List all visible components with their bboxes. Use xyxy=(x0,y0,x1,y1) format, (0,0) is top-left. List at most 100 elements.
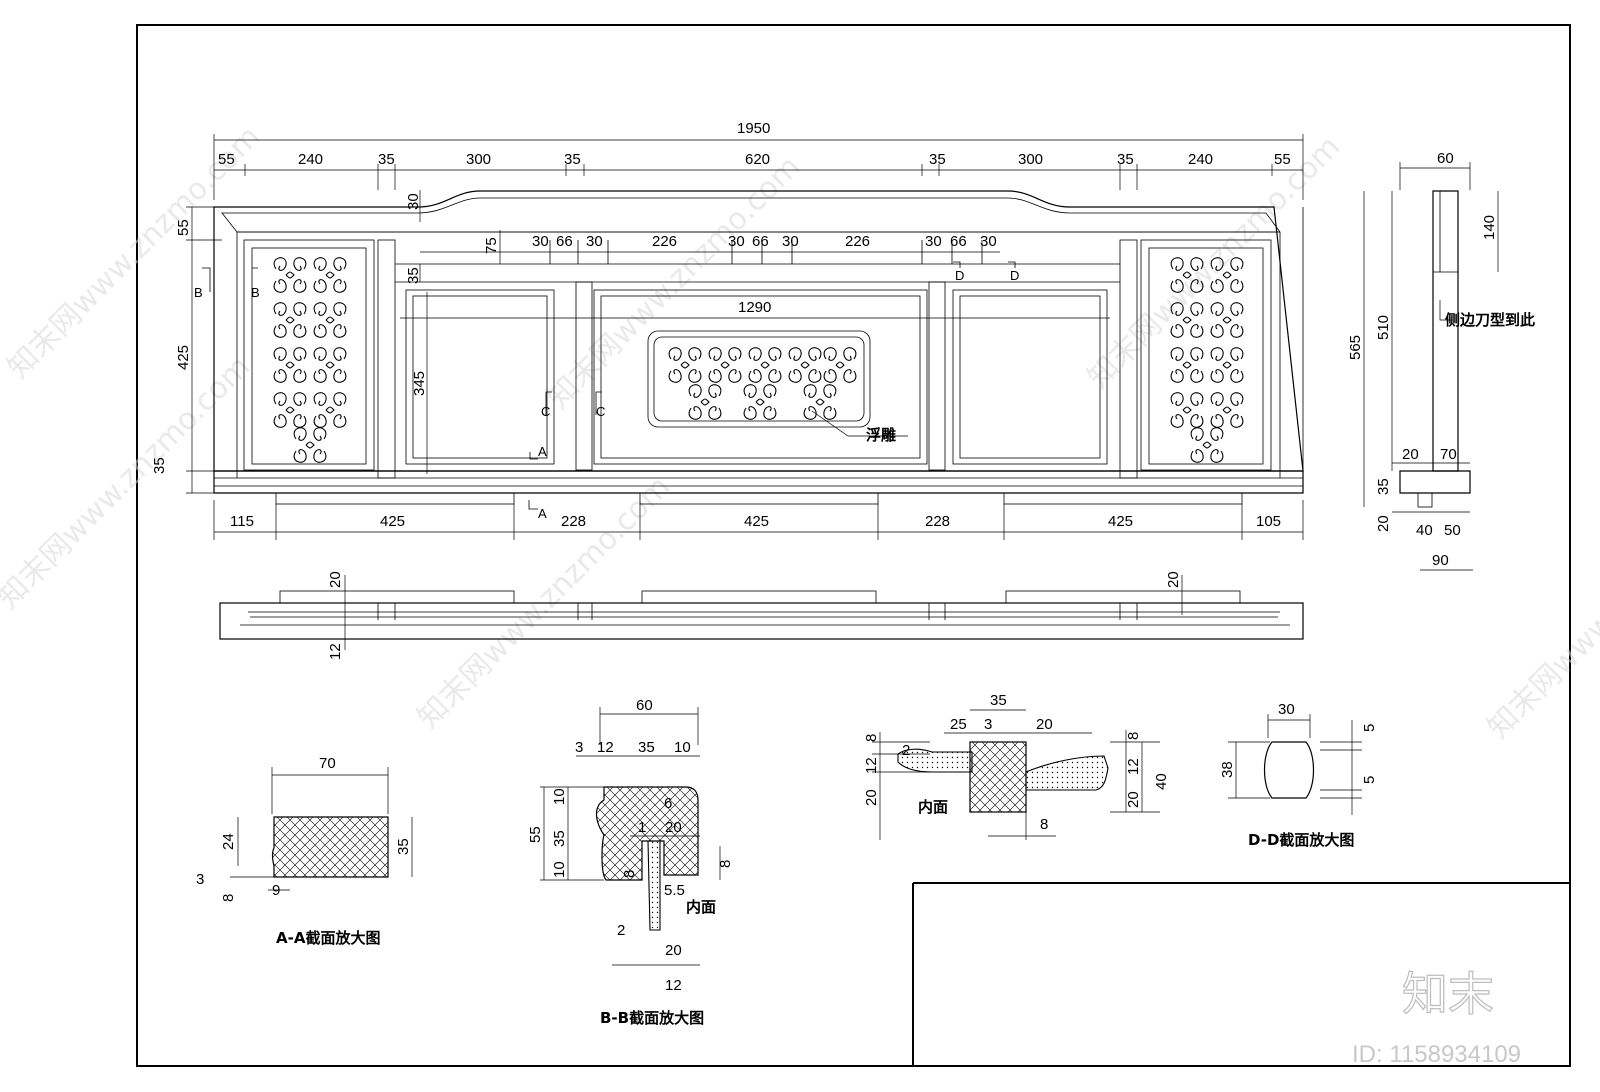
dim-plan: 20 xyxy=(1165,571,1182,588)
dim-side-foot: 35 xyxy=(1375,478,1392,495)
dim-rail: 30 xyxy=(586,233,603,250)
aa-dim: 70 xyxy=(319,755,336,772)
dim-rail: 30 xyxy=(925,233,942,250)
dim-bottom: 425 xyxy=(744,513,769,530)
dd-dim: 38 xyxy=(1219,761,1236,778)
dim-left: 55 xyxy=(175,219,192,236)
side-view: 60 140 565 510 侧边刀型到此 20 70 35 20 40 50 … xyxy=(1347,150,1535,571)
carving-label: 浮雕 xyxy=(866,426,896,444)
side-note: 侧边刀型到此 xyxy=(1445,311,1535,329)
section-dd: 30 5 38 5 D-D截面放大图 xyxy=(1219,701,1378,849)
title-block xyxy=(912,882,1570,1066)
bb-dim: 20 xyxy=(665,819,682,836)
section-mark-d: D xyxy=(1010,268,1019,283)
section-mark-a: A xyxy=(538,444,547,459)
watermark-text: 知末网www.znzmo.com xyxy=(1481,479,1600,745)
watermark-text: 知末网www.znzmo.com xyxy=(541,149,807,415)
aa-dim: 8 xyxy=(220,894,237,902)
dim-rail: 30 xyxy=(980,233,997,250)
bb-note: 内面 xyxy=(686,898,716,916)
dim-side-carve: 140 xyxy=(1481,215,1498,240)
dim-rail-band: 35 xyxy=(405,267,422,284)
dim-top: 240 xyxy=(298,151,323,168)
dim-top: 35 xyxy=(378,151,395,168)
bb-dim: 35 xyxy=(638,739,655,756)
dim-side-foot: 90 xyxy=(1432,552,1449,569)
dim-top: 35 xyxy=(929,151,946,168)
dim-rail: 66 xyxy=(556,233,573,250)
bb-title: B-B截面放大图 xyxy=(600,1009,704,1027)
dim-top: 240 xyxy=(1188,151,1213,168)
dim-bottom: 425 xyxy=(380,513,405,530)
section-mark-b: B xyxy=(194,285,203,300)
cc-dim: 12 xyxy=(1125,758,1142,775)
dim-rail: 226 xyxy=(845,233,870,250)
dim-bottom: 228 xyxy=(561,513,586,530)
dim-top: 35 xyxy=(564,151,581,168)
dim-bottom: 425 xyxy=(1108,513,1133,530)
bb-dim: 1 xyxy=(638,819,646,836)
dim-side-foot: 70 xyxy=(1440,446,1457,463)
dim-top: 300 xyxy=(466,151,491,168)
dim-side-total: 565 xyxy=(1347,335,1364,360)
dim-top: 35 xyxy=(1117,151,1134,168)
dim-rail: 66 xyxy=(950,233,967,250)
aa-dim: 24 xyxy=(220,833,237,850)
bb-dim: 35 xyxy=(551,830,568,847)
dim-side-width: 60 xyxy=(1437,150,1454,167)
aa-dim: 9 xyxy=(272,882,280,899)
dd-title: D-D截面放大图 xyxy=(1248,831,1354,849)
cc-dim: 8 xyxy=(1125,732,1142,740)
section-bb: 60 3 12 35 10 55 10 35 10 6 1 20 8 8 5.5… xyxy=(527,697,734,1027)
dim-rail: 30 xyxy=(782,233,799,250)
front-elevation: 浮雕 B B C C A A D D 1950 55 240 35 300 35… xyxy=(151,120,1304,540)
dim-side-foot: 20 xyxy=(1402,446,1419,463)
dim-side-foot: 50 xyxy=(1444,522,1461,539)
watermark-logo: 知末 xyxy=(1402,967,1494,1021)
cc-dim: 40 xyxy=(1153,773,1170,790)
watermark-text: 知末网www.znzmo.com xyxy=(0,349,257,615)
dim-panel-height: 345 xyxy=(411,371,428,396)
bb-dim: 8 xyxy=(717,860,734,868)
bb-dim: 12 xyxy=(665,977,682,994)
dim-rise: 30 xyxy=(405,193,422,210)
dim-rail: 226 xyxy=(652,233,677,250)
dim-top: 55 xyxy=(1274,151,1291,168)
dim-bottom: 228 xyxy=(925,513,950,530)
cc-dim: 25 xyxy=(950,716,967,733)
crest-outline xyxy=(213,190,1304,472)
cc-note: 内面 xyxy=(918,798,948,816)
plan-view: 20 12 20 xyxy=(219,571,1304,660)
cc-dim: 12 xyxy=(863,757,880,774)
dim-side-foot: 20 xyxy=(1375,515,1392,532)
dim-top: 300 xyxy=(1018,151,1043,168)
cc-dim: 8 xyxy=(863,734,880,742)
bb-dim: 2 xyxy=(617,922,625,939)
dim-plan: 12 xyxy=(327,643,344,660)
aa-dim: 3 xyxy=(196,871,204,888)
dd-dim: 5 xyxy=(1361,724,1378,732)
section-cc: 35 25 3 20 8 12 20 2 内面 8 12 20 40 8 xyxy=(863,692,1170,840)
cc-dim: 20 xyxy=(863,789,880,806)
dim-left: 35 xyxy=(151,457,168,474)
cc-dim: 20 xyxy=(1125,791,1142,808)
dim-panel-width: 1290 xyxy=(738,299,771,316)
section-mark-b: B xyxy=(251,285,260,300)
section-mark-d: D xyxy=(955,268,964,283)
dim-bottom: 105 xyxy=(1256,513,1281,530)
aa-dim: 35 xyxy=(395,838,412,855)
dim-top: 55 xyxy=(218,151,235,168)
dim-side-foot: 40 xyxy=(1416,522,1433,539)
cc-dim: 8 xyxy=(1040,816,1048,833)
bb-dim: 60 xyxy=(636,697,653,714)
bb-dim: 10 xyxy=(551,788,568,805)
watermark-text: 知末网www.znzmo.com xyxy=(1081,129,1347,395)
dim-rail: 66 xyxy=(752,233,769,250)
bb-dim: 5.5 xyxy=(664,882,685,899)
cc-dim: 2 xyxy=(902,742,910,759)
watermark-id: ID: 1158934109 xyxy=(1352,1041,1521,1068)
dim-rail: 30 xyxy=(532,233,549,250)
bb-dim: 3 xyxy=(575,739,583,756)
dim-plan: 20 xyxy=(327,571,344,588)
dim-rail-depth: 75 xyxy=(483,237,500,254)
